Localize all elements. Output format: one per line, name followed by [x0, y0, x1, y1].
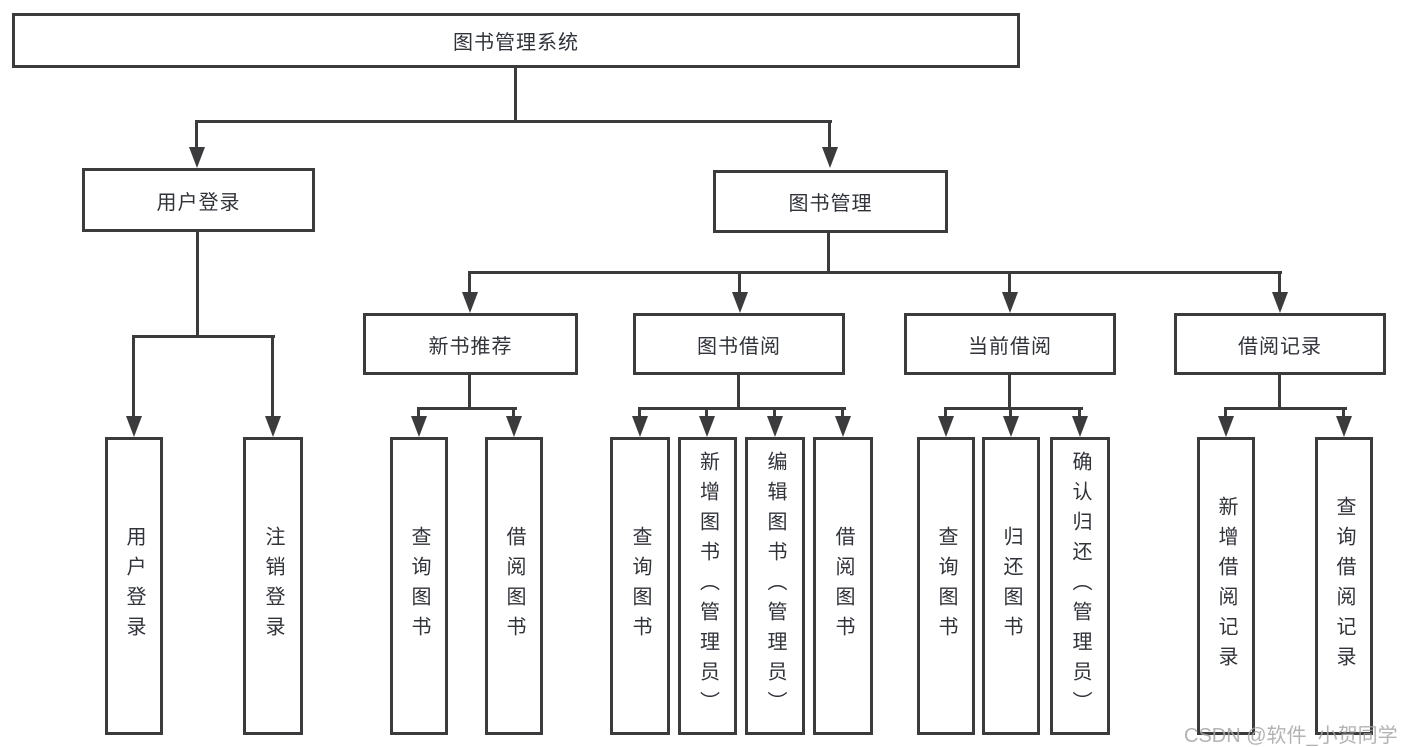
connector-line: [512, 407, 515, 419]
arrow-down-icon: [1002, 292, 1018, 313]
connector-line: [271, 335, 274, 419]
arrow-down-icon: [189, 147, 205, 168]
csdn-watermark: CSDN @软件_小贺同学: [1184, 725, 1398, 747]
connector-line: [1078, 407, 1081, 419]
leaf-query-books-recommend: 查询图书: [390, 437, 448, 735]
leaf-label: 编辑图书（管理员）: [764, 451, 786, 721]
arrow-down-icon: [265, 416, 281, 437]
node-label: 借阅记录: [1238, 335, 1322, 358]
connector-line: [468, 375, 471, 409]
node-label: 用户登录: [156, 191, 241, 214]
arrow-down-icon: [938, 416, 954, 437]
connector-line: [705, 407, 708, 419]
connector-line: [468, 271, 471, 295]
connector-line: [196, 232, 199, 337]
node-book-borrowing: 图书借阅: [633, 313, 845, 375]
arrow-down-icon: [632, 416, 648, 437]
connector-line: [1278, 375, 1281, 409]
arrow-down-icon: [699, 416, 715, 437]
arrow-down-icon: [822, 147, 838, 168]
leaf-label: 查询图书: [408, 526, 430, 646]
leaf-label: 归还图书: [1000, 526, 1022, 646]
leaf-query-books-borrow: 查询图书: [610, 437, 670, 735]
connector-line: [738, 271, 741, 295]
leaf-borrow-books-recommend: 借阅图书: [485, 437, 543, 735]
leaf-confirm-return-admin: 确认归还（管理员）: [1050, 437, 1110, 735]
leaf-edit-books-admin: 编辑图书（管理员）: [745, 437, 805, 735]
arrow-down-icon: [767, 416, 783, 437]
arrow-down-icon: [1072, 416, 1088, 437]
arrow-down-icon: [1336, 416, 1352, 437]
node-label: 新书推荐: [428, 335, 513, 358]
connector-line: [195, 120, 832, 123]
arrow-down-icon: [1272, 292, 1288, 313]
connector-line: [417, 407, 420, 419]
node-current-borrowing: 当前借阅: [904, 313, 1116, 375]
node-label: 图书管理: [788, 193, 873, 215]
node-label: 图书借阅: [697, 335, 781, 358]
leaf-label: 新增借阅记录: [1215, 496, 1237, 676]
node-user-login: 用户登录: [82, 168, 315, 232]
arrow-down-icon: [732, 292, 748, 313]
arrow-down-icon: [506, 416, 522, 437]
leaf-query-borrow-record: 查询借阅记录: [1315, 437, 1373, 735]
connector-line: [944, 407, 1083, 410]
arrow-down-icon: [411, 416, 427, 437]
connector-line: [1008, 271, 1011, 295]
node-library-management-system: 图书管理系统: [12, 13, 1020, 68]
arrow-down-icon: [835, 416, 851, 437]
connector-line: [514, 68, 517, 120]
connector-line: [828, 120, 831, 150]
leaf-label: 查询借阅记录: [1333, 496, 1355, 676]
connector-line: [1342, 407, 1345, 419]
connector-line: [841, 407, 844, 419]
connector-line: [417, 407, 517, 410]
leaf-logout: 注销登录: [243, 437, 303, 735]
node-new-book-recommendation: 新书推荐: [363, 313, 578, 375]
leaf-label: 用户登录: [123, 526, 145, 646]
connector-line: [1224, 407, 1227, 419]
node-book-management: 图书管理: [713, 170, 948, 233]
connector-line: [773, 407, 776, 419]
node-borrowing-records: 借阅记录: [1174, 313, 1386, 375]
connector-line: [1278, 271, 1281, 295]
leaf-label: 借阅图书: [503, 526, 525, 646]
leaf-user-login: 用户登录: [105, 437, 163, 735]
leaf-add-borrow-record: 新增借阅记录: [1197, 437, 1255, 735]
connector-line: [195, 120, 198, 150]
leaf-add-books-admin: 新增图书（管理员）: [678, 437, 737, 735]
arrow-down-icon: [1003, 416, 1019, 437]
leaf-query-books-current: 查询图书: [917, 437, 975, 735]
arrow-down-icon: [126, 416, 142, 437]
connector-line: [1224, 407, 1347, 410]
arrow-down-icon: [1218, 416, 1234, 437]
leaf-label: 借阅图书: [832, 526, 854, 646]
node-label: 图书管理系统: [453, 32, 579, 54]
leaf-label: 确认归还（管理员）: [1069, 451, 1091, 721]
leaf-return-books: 归还图书: [982, 437, 1040, 735]
connector-line: [638, 407, 641, 419]
connector-line: [827, 233, 830, 273]
connector-line: [944, 407, 947, 419]
connector-line: [1008, 375, 1011, 409]
connector-line: [132, 335, 275, 338]
arrow-down-icon: [462, 292, 478, 313]
node-label: 当前借阅: [968, 335, 1052, 358]
connector-line: [132, 335, 135, 419]
connector-line: [737, 375, 740, 409]
leaf-borrow-books: 借阅图书: [813, 437, 873, 735]
leaf-label: 新增图书（管理员）: [696, 451, 719, 721]
connector-line: [468, 271, 1282, 274]
leaf-label: 查询图书: [935, 526, 957, 646]
connector-line: [638, 407, 846, 410]
leaf-label: 查询图书: [629, 526, 651, 646]
connector-line: [1009, 407, 1012, 419]
leaf-label: 注销登录: [262, 526, 284, 646]
